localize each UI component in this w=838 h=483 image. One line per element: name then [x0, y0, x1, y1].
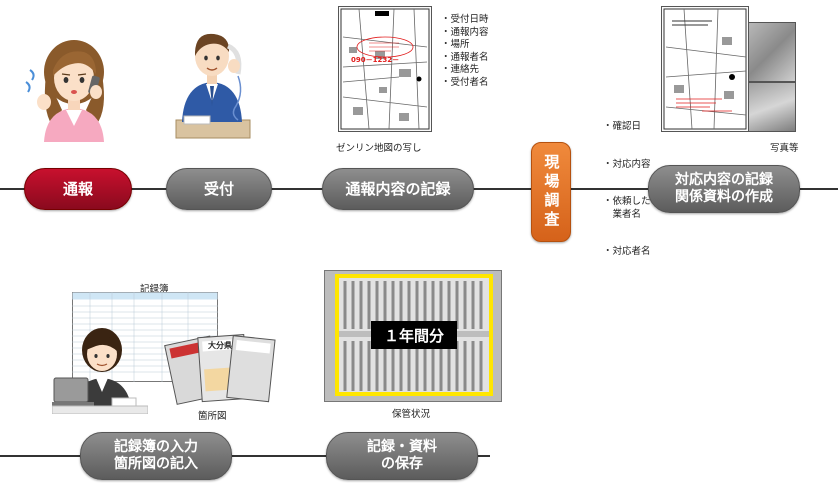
- response-item: ・依頼した 業者名: [603, 196, 651, 220]
- response-items-list: ・確認日 ・対応内容 ・依頼した 業者名 ・対応者名: [603, 96, 651, 271]
- record-items-list: ・受付日時 ・通報内容 ・場所 ・通報者名 ・連絡先 ・受付者名: [441, 14, 489, 89]
- flow-line-row2: [0, 455, 490, 457]
- booklet-title: 大分県: [208, 341, 232, 350]
- record-item: ・通報内容: [441, 26, 489, 38]
- step-response-record: 対応内容の記録 関係資料の作成: [648, 165, 800, 213]
- response-item: ・対応内容: [603, 158, 651, 170]
- location-map-caption: 箇所図: [198, 411, 227, 422]
- record-item: ・場所: [441, 39, 470, 50]
- site-photo-bottom: [748, 82, 796, 132]
- record-item: ・通報者名: [441, 51, 489, 63]
- step-report: 通報: [24, 168, 132, 210]
- one-year-label: １年間分: [371, 321, 457, 349]
- response-item: ・対応者名: [603, 246, 651, 257]
- response-record-document: [661, 6, 749, 132]
- receptionist-man-illustration: [175, 33, 251, 139]
- response-item: ・確認日: [603, 121, 642, 132]
- zenrin-map-caption: ゼンリン地図の写し: [336, 143, 422, 154]
- map-streets-drawing: [340, 8, 430, 130]
- record-item: ・連絡先: [441, 64, 480, 75]
- clerk-at-laptop-illustration: [52, 328, 148, 414]
- caller-woman-illustration: [25, 40, 104, 142]
- storage-shelf-photo: １年間分: [324, 270, 502, 402]
- map-phone-number: 090－1232－: [351, 56, 400, 64]
- site-photo-top: [748, 22, 796, 82]
- step-reception: 受付: [166, 168, 272, 210]
- response-map-drawing: [663, 8, 747, 130]
- storage-status-caption: 保管状況: [392, 409, 431, 420]
- step-logbook-input: 記録簿の入力 箇所図の記入: [80, 432, 232, 480]
- record-item: ・受付日時: [441, 14, 489, 25]
- step-field-survey: 現場調査: [531, 142, 571, 242]
- location-map-booklets: [164, 334, 276, 405]
- photos-caption: 写真等: [770, 143, 799, 154]
- step-record-report: 通報内容の記録: [322, 168, 474, 210]
- record-item: ・受付者名: [441, 76, 489, 88]
- step-storage: 記録・資料 の保存: [326, 432, 478, 480]
- zenrin-map-copy: 090－1232－: [338, 6, 432, 132]
- logbook-caption: 記録簿: [140, 284, 169, 295]
